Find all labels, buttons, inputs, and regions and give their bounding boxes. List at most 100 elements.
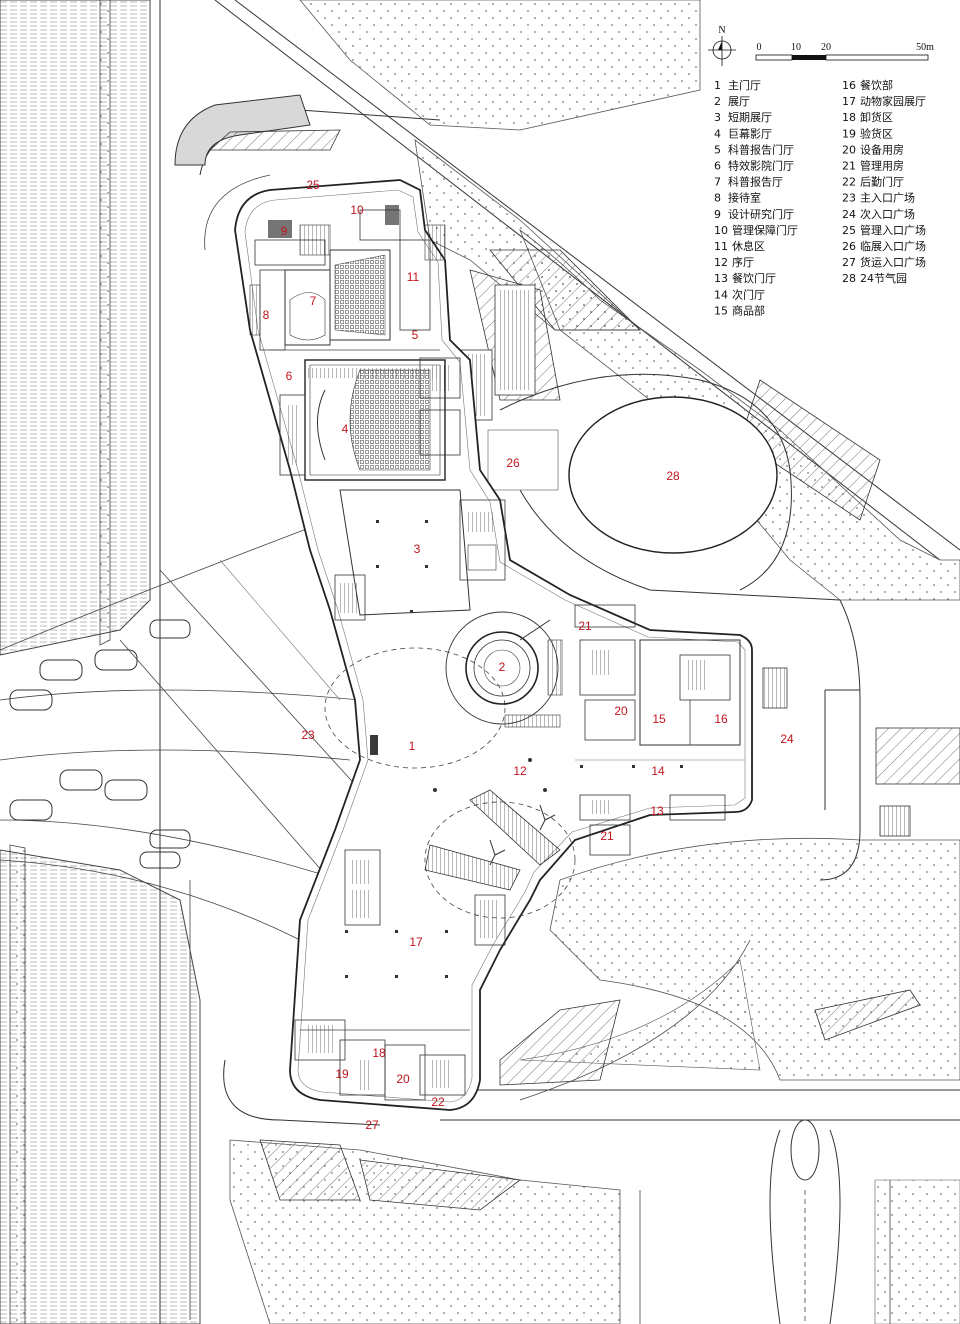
legend-name: 主入口广场 — [860, 191, 915, 205]
room-label: 6 — [286, 369, 293, 383]
room-label: 26 — [506, 456, 520, 470]
legend-name: 短期展厅 — [728, 110, 772, 124]
legend-number: 27 — [842, 256, 856, 269]
legend-name: 管理保障门厅 — [732, 223, 798, 237]
room-label: 22 — [431, 1095, 445, 1109]
hatched-strip-north — [208, 129, 341, 151]
legend-name: 展厅 — [728, 95, 750, 108]
room-label: 16 — [714, 712, 728, 726]
legend-name: 后勤门厅 — [860, 175, 904, 189]
legend-number: 7 — [714, 176, 721, 189]
legend-number: 9 — [714, 208, 721, 221]
legend-number: 10 — [714, 224, 728, 237]
scale-tick: 20 — [821, 42, 831, 53]
room-label: 28 — [666, 469, 680, 483]
legend-name: 商品部 — [732, 303, 765, 317]
legend-number: 6 — [714, 160, 721, 173]
legend-number: 22 — [842, 176, 856, 189]
scale-tick: 0 — [757, 42, 762, 53]
legend-name: 24节气园 — [860, 271, 907, 285]
north-arrow: N — [708, 25, 736, 66]
legend-name: 设备用房 — [860, 142, 904, 156]
legend-number: 11 — [714, 240, 728, 253]
central-exhibition — [324, 611, 576, 919]
legend-number: 14 — [714, 288, 728, 301]
temporary-exhibition-hall — [334, 489, 506, 621]
column-grid — [345, 520, 683, 978]
legend-number: 15 — [714, 304, 728, 317]
legend-number: 4 — [714, 127, 721, 140]
legend-name: 主门厅 — [728, 78, 761, 92]
legend-number: 12 — [714, 256, 728, 269]
room-labels: 25 10 9 11 7 8 5 6 4 26 28 3 21 2 20 15 … — [263, 178, 794, 1132]
legend-entry: 22 后勤门厅 — [842, 175, 904, 189]
water-channel-upper — [0, 0, 151, 656]
legend-entry: 9 设计研究门厅 — [714, 207, 794, 221]
legend-name: 卸货区 — [860, 110, 893, 124]
legend-entry: 11 休息区 — [714, 239, 765, 253]
room-label: 13 — [650, 804, 664, 818]
room-label: 18 — [372, 1046, 386, 1060]
legend-number: 1 — [714, 79, 721, 92]
legend-name: 餐饮部 — [860, 78, 893, 92]
legend-entry: 21 管理用房 — [842, 159, 904, 173]
scale-tick: 10 — [791, 42, 801, 53]
room-label: 19 — [335, 1067, 349, 1081]
solar-terms-garden — [499, 373, 841, 601]
legend-entry: 6 特效影院门厅 — [714, 159, 794, 173]
legend-number: 24 — [842, 208, 856, 221]
room-label: 12 — [513, 764, 527, 778]
legend-number: 23 — [842, 192, 856, 205]
legend-name: 特效影院门厅 — [728, 159, 794, 173]
hatched-areas — [259, 249, 960, 1211]
giant-screen-theatre — [279, 357, 461, 481]
east-wing — [574, 604, 860, 856]
legend-entry: 12 序厅 — [714, 255, 754, 269]
west-cores — [344, 735, 506, 946]
room-label: 8 — [263, 308, 270, 322]
legend-name: 验货区 — [860, 126, 893, 140]
legend-name: 科普报告门厅 — [728, 142, 794, 156]
room-label: 27 — [365, 1118, 379, 1132]
room-label: 17 — [409, 935, 423, 949]
legend-number: 2 — [714, 95, 721, 108]
water-channel-lower — [0, 844, 201, 1324]
legend-name: 设计研究门厅 — [728, 207, 794, 221]
room-label: 15 — [652, 712, 666, 726]
scale-bar: 0 10 20 50m — [755, 42, 934, 61]
legend-name: 临展入口广场 — [860, 239, 926, 253]
legend-entry: 5 科普报告门厅 — [714, 142, 794, 156]
legend-number: 21 — [842, 160, 856, 173]
legend-name: 管理入口广场 — [860, 223, 926, 237]
scale-tick: 50m — [916, 42, 934, 53]
legend-number: 3 — [714, 111, 721, 124]
room-label: 11 — [407, 270, 420, 284]
legend-name: 科普报告厅 — [728, 175, 783, 189]
legend-number: 5 — [714, 143, 721, 156]
north-block — [249, 205, 446, 351]
room-label: 25 — [306, 178, 320, 192]
legend-number: 28 — [842, 272, 856, 285]
legend-name: 休息区 — [732, 239, 765, 253]
legend-entry: 23 主入口广场 — [842, 191, 915, 205]
room-label: 23 — [301, 728, 315, 742]
room-label: 7 — [310, 294, 317, 308]
legend-entry: 10 管理保障门厅 — [714, 223, 798, 237]
room-label: 4 — [342, 422, 349, 436]
north-ramp — [174, 94, 311, 166]
legend-name: 管理用房 — [860, 159, 904, 173]
legend-name: 序厅 — [732, 255, 754, 269]
north-label: N — [718, 25, 725, 36]
